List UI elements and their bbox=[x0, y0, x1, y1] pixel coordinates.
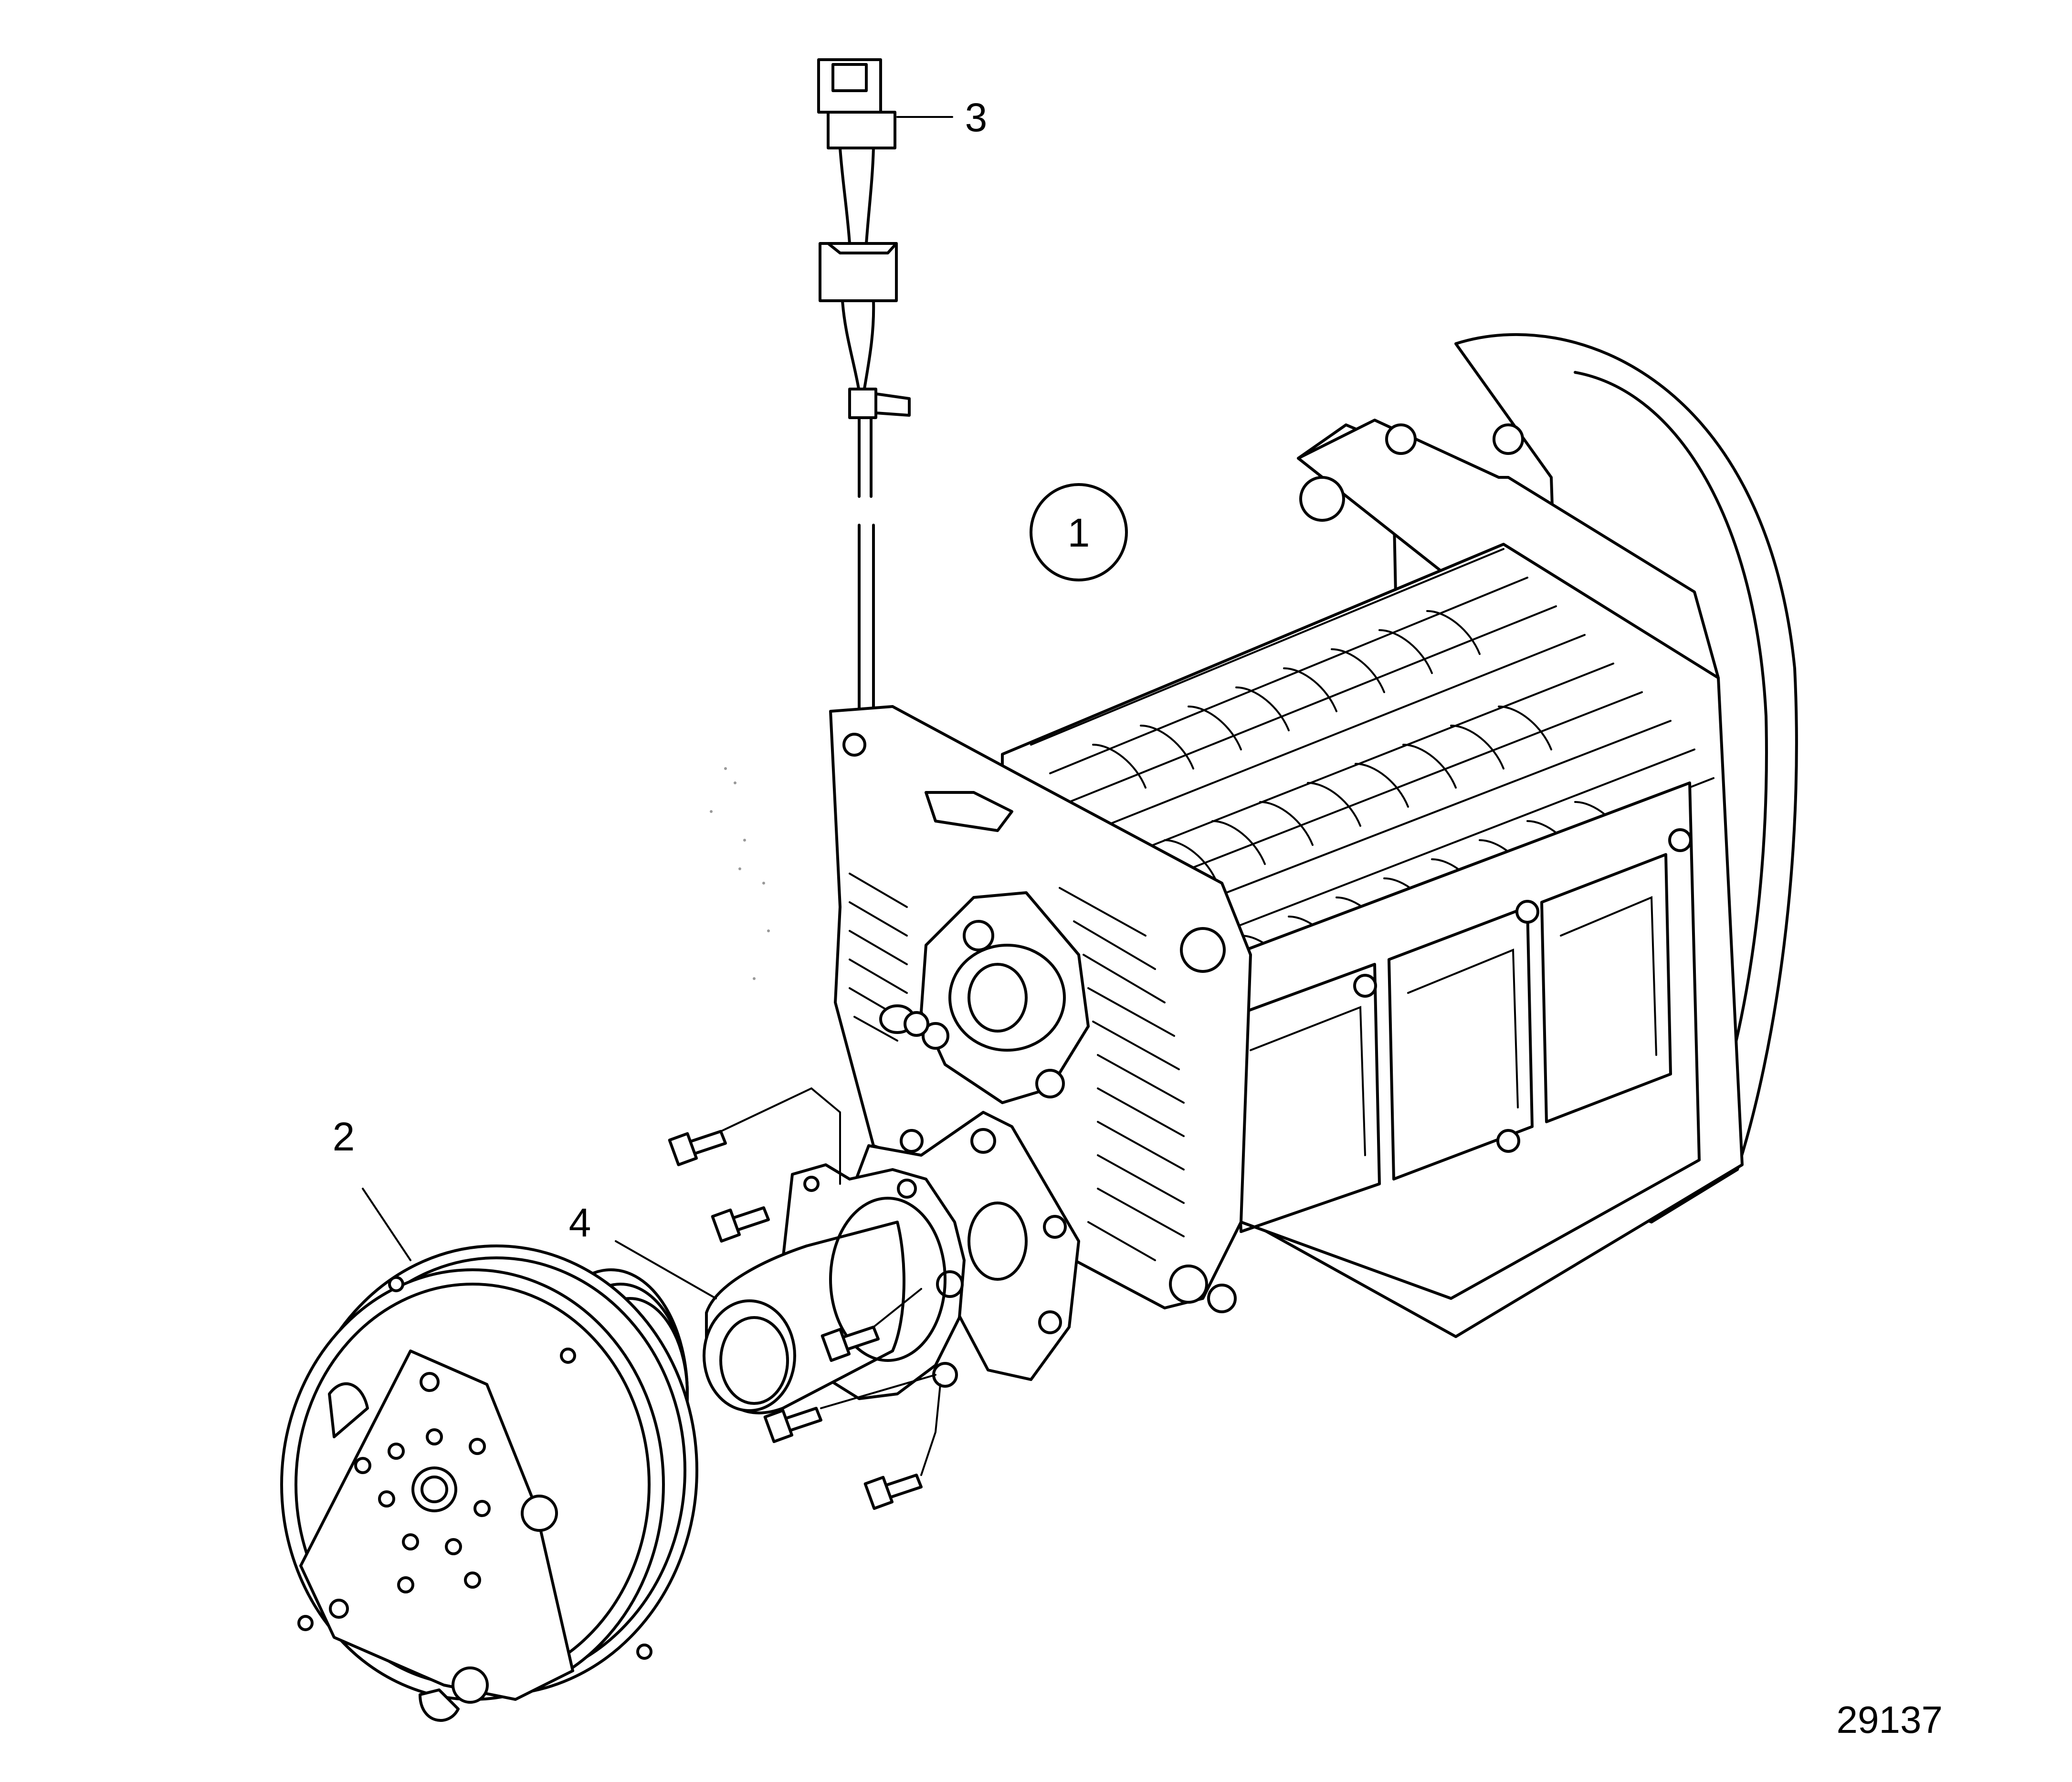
bolt-3 bbox=[820, 1326, 880, 1362]
callout-1-label: 1 bbox=[1068, 510, 1090, 555]
figure-number: 29137 bbox=[1837, 1698, 1943, 1741]
callout-3-label: 3 bbox=[965, 95, 988, 140]
background-speckles bbox=[710, 767, 770, 980]
armature-plate bbox=[299, 1350, 574, 1701]
part-3-wiring-harness[interactable] bbox=[817, 58, 968, 1157]
leader-line-4 bbox=[615, 1240, 717, 1299]
callout-2-label: 2 bbox=[333, 1114, 355, 1159]
front-fins bbox=[849, 873, 1185, 1261]
part-2-clutch-pulley[interactable] bbox=[280, 1244, 698, 1722]
bolt-4 bbox=[763, 1407, 822, 1444]
callout-4-label: 4 bbox=[569, 1200, 591, 1245]
callout-1-circle bbox=[1030, 483, 1128, 581]
part-4-hub-assembly[interactable] bbox=[668, 1087, 966, 1510]
part-1-compressor-body[interactable] bbox=[829, 333, 1798, 1381]
side-window-2 bbox=[1388, 906, 1534, 1181]
cable-clip bbox=[848, 388, 877, 419]
bolt-5 bbox=[863, 1474, 923, 1510]
side-window-3 bbox=[1540, 853, 1672, 1123]
bolt-1 bbox=[668, 1130, 727, 1167]
bolt-2 bbox=[711, 1206, 770, 1243]
leader-line-2 bbox=[362, 1188, 411, 1261]
